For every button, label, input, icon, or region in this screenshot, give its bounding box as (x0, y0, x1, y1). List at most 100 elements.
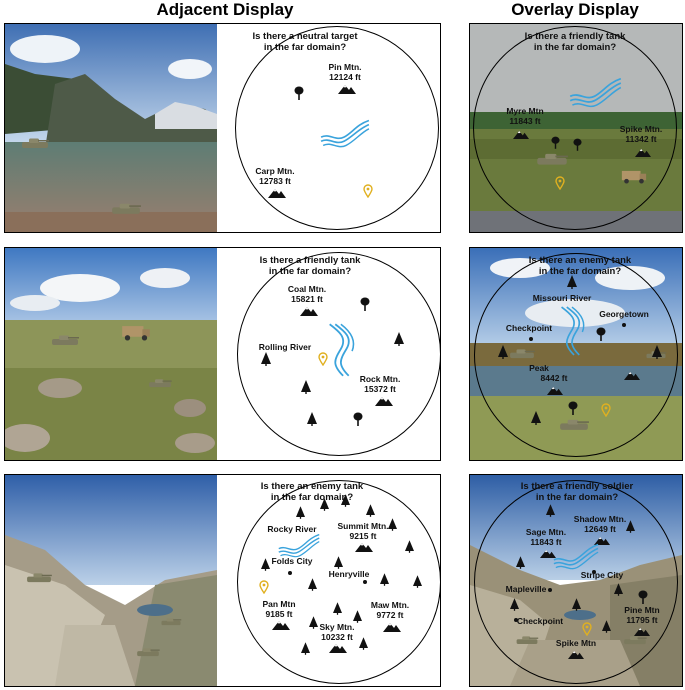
pine-tree-icon (334, 556, 343, 569)
pine-tree-icon (614, 583, 623, 596)
mountain-icon (338, 85, 356, 94)
mountain-icon (635, 148, 651, 157)
myre-mtn-label: Myre Mtn (506, 106, 543, 116)
row3-adjacent-panel: Is there an enemy tank in the far domain… (4, 474, 441, 687)
mountain-icon (594, 536, 610, 545)
mountain-icon (300, 307, 318, 316)
summit-mtn-label: Summit Mtn. (338, 521, 389, 531)
pine-tree-icon (516, 556, 525, 569)
summit-mtn-elevation: 9215 ft (350, 531, 377, 541)
pine-tree-icon (388, 518, 397, 531)
question-line2: in the far domain? (538, 266, 622, 277)
row2-overlay-map-circle (474, 253, 678, 457)
river-icon (560, 306, 585, 356)
row2-adjacent-map-circle (237, 252, 440, 456)
row2-adjacent-panel: Is there a friendly tank in the far doma… (4, 247, 441, 461)
coal-mtn-label: Coal Mtn. (288, 284, 326, 294)
mountain-icon (624, 371, 640, 380)
rolling-river-label: Rolling River (259, 342, 312, 352)
question-line2: in the far domain? (533, 42, 617, 53)
row1-adjacent-map-circle (235, 26, 439, 230)
sage-mtn-elevation: 11843 ft (530, 537, 561, 547)
pan-mtn-elevation: 9185 ft (266, 609, 293, 619)
row3-adjacent-map: Rocky River Summit Mtn. 9215 ft Folds Ci… (259, 494, 422, 655)
location-marker-icon (259, 580, 269, 594)
row3-overlay-map-circle (474, 480, 678, 684)
pine-tree-icon (602, 620, 611, 633)
location-marker-icon (363, 184, 373, 198)
tree-icon (568, 401, 578, 415)
mountain-icon (355, 543, 373, 552)
checkpoint-dot (514, 618, 518, 622)
row3-canyon-photo (5, 475, 217, 686)
shadow-mtn-elevation: 12649 ft (584, 524, 616, 534)
pine-tree-icon (333, 602, 342, 615)
pine-tree-icon (301, 642, 310, 655)
row3-overlay-question: Is there a friendly soldier in the far d… (512, 481, 642, 503)
river-icon (569, 77, 622, 108)
pine-tree-icon (510, 598, 519, 611)
maw-mtn-elevation: 9772 ft (377, 610, 404, 620)
pin-mtn-label: Pin Mtn. (328, 62, 361, 72)
mountain-icon (272, 621, 290, 630)
mountain-icon (375, 397, 393, 406)
sky-mtn-label: Sky Mtn. (320, 622, 355, 632)
shadow-mtn-label: Shadow Mtn. (574, 514, 626, 524)
question-line1: Is there an enemy tank (528, 255, 632, 266)
mountain-icon (634, 627, 650, 636)
question-line1: Is there a friendly tank (524, 31, 626, 42)
peak-elevation: 8442 ft (541, 373, 568, 383)
tree-icon (360, 297, 370, 311)
row3-overlay-map: Shadow Mtn. 12649 ft Sage Mtn. 11843 ft … (506, 504, 660, 659)
river-icon (553, 543, 599, 570)
henryville-label: Henryville (329, 569, 370, 579)
mountain-icon (547, 386, 563, 395)
pine-tree-icon (261, 352, 271, 366)
mapleville-label: Mapleville (506, 584, 547, 594)
row2-field-photo (5, 248, 217, 460)
pine-tree-icon (307, 412, 317, 426)
river-icon (320, 119, 370, 148)
town-dot (288, 571, 292, 575)
row2-adjacent-map: Coal Mtn. 15821 ft Rolling River Rock Mt… (259, 284, 404, 426)
pin-mtn-elevation: 12124 ft (329, 72, 361, 82)
adjacent-display-header: Adjacent Display (156, 0, 294, 19)
pine-tree-icon (394, 332, 404, 346)
rock-mtn-elevation: 15372 ft (364, 384, 396, 394)
location-marker-icon (601, 403, 611, 417)
row2-overlay-question: Is there an enemy tank in the far domain… (515, 255, 645, 277)
mountain-icon (513, 130, 529, 139)
georgetown-label: Georgetown (599, 309, 649, 319)
pine-tree-icon (353, 610, 362, 623)
mountain-icon (540, 549, 556, 558)
maw-mtn-label: Maw Mtn. (371, 600, 409, 610)
myre-mtn-elevation: 11843 ft (509, 116, 540, 126)
pine-tree-icon (572, 598, 581, 611)
location-marker-icon (582, 622, 592, 636)
row1-overlay-question: Is there a friendly tank in the far doma… (510, 31, 640, 53)
row3-adjacent-map-circle (237, 480, 440, 684)
pine-tree-icon (652, 345, 662, 359)
sage-mtn-label: Sage Mtn. (526, 527, 566, 537)
mountain-icon (383, 623, 401, 632)
row1-overlay-map-circle (473, 26, 677, 230)
question-line2: in the far domain? (535, 492, 619, 503)
row1-adjacent-map: Pin Mtn. 12124 ft Carp Mtn. 12783 ft (255, 62, 373, 198)
tree-icon (573, 138, 582, 151)
pine-tree-icon (626, 520, 635, 533)
spike-mtn-elevation: 11342 ft (625, 134, 656, 144)
pine-tree-icon (366, 504, 375, 517)
question-line1: Is there a friendly soldier (520, 481, 634, 492)
pine-tree-icon (301, 380, 311, 394)
pine-tree-icon (405, 540, 414, 553)
tree-icon (596, 327, 606, 341)
row1-overlay-panel: Is there a friendly tank in the far doma… (469, 23, 683, 233)
rock-mtn-label: Rock Mtn. (360, 374, 401, 384)
pine-mtn-label: Pine Mtn (624, 605, 659, 615)
river-icon (278, 533, 320, 558)
pine-tree-icon (567, 275, 577, 289)
coal-mtn-elevation: 15821 ft (291, 294, 323, 304)
pine-tree-icon (296, 506, 305, 519)
rocky-river-label: Rocky River (267, 524, 317, 534)
river-icon (328, 323, 355, 377)
